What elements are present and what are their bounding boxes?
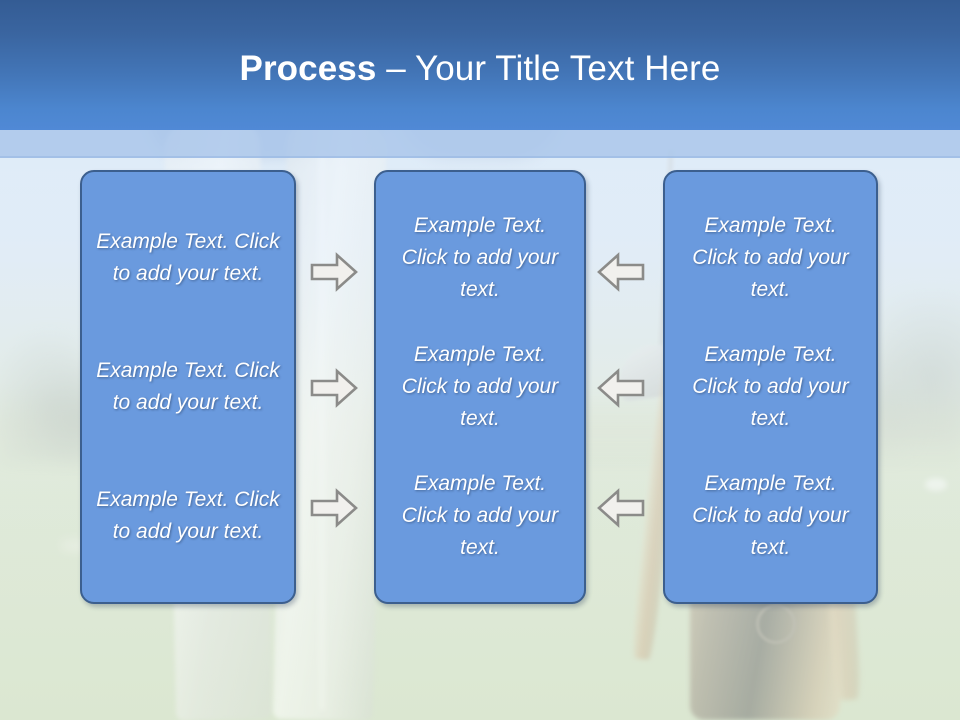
arrow-right-icon <box>310 488 358 528</box>
process-item[interactable]: Example Text. Click to add your text. <box>96 487 280 543</box>
process-item[interactable]: Example Text. Click to add your text. <box>692 342 849 430</box>
process-box-middle[interactable]: Example Text. Click to add your text. Ex… <box>374 170 586 604</box>
title-band-accent <box>0 130 960 158</box>
process-item[interactable]: Example Text. Click to add your text. <box>401 471 559 559</box>
process-item[interactable]: Example Text. Click to add your text. <box>692 471 849 559</box>
arrow-right-icon <box>310 252 358 292</box>
trouser-crease <box>318 150 326 710</box>
arrow-right-icon <box>310 368 358 408</box>
golf-bag-ring <box>756 604 796 644</box>
process-item[interactable]: Example Text. Click to add your text. <box>692 214 849 302</box>
title-band <box>0 0 960 130</box>
process-item[interactable]: Example Text. Click to add your text. <box>401 342 559 430</box>
title-band-divider <box>0 156 960 158</box>
process-item[interactable]: Example Text. Click to add your text. <box>96 358 280 414</box>
page-title: Process – Your Title Text Here <box>0 48 960 90</box>
arrow-left-icon <box>597 252 645 292</box>
process-box-left[interactable]: Example Text. Click to add your text. Ex… <box>80 170 296 604</box>
page-title-strong: Process <box>239 49 377 88</box>
golf-ball-blob <box>925 478 947 491</box>
page-title-rest: – Your Title Text Here <box>376 49 721 88</box>
process-box-right[interactable]: Example Text. Click to add your text. Ex… <box>663 170 878 604</box>
process-item[interactable]: Example Text. Click to add your text. <box>96 230 280 286</box>
process-item[interactable]: Example Text. Click to add your text. <box>401 214 559 302</box>
arrow-left-icon <box>597 488 645 528</box>
arrow-left-icon <box>597 368 645 408</box>
